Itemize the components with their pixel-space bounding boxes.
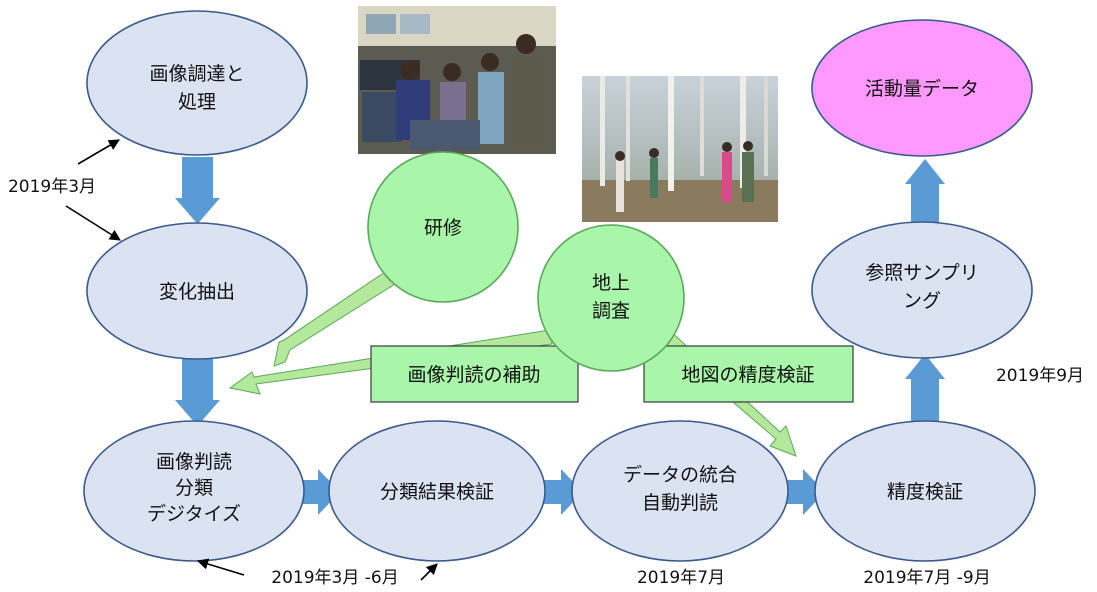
timing-arrow	[420, 563, 438, 581]
node-label: 調査	[592, 300, 630, 322]
node-label: 変化抽出	[159, 281, 235, 303]
node-data-integration: データの統合 自動判読	[571, 420, 789, 562]
node-label: デジタイズ	[147, 503, 241, 525]
node-label: 活動量データ	[865, 78, 979, 100]
node-label: データの統合	[623, 464, 737, 486]
flow-arrow-verification-to-sampling	[905, 354, 945, 428]
node-activity-data: 活動量データ	[811, 19, 1033, 157]
date-label: 2019年9月	[996, 366, 1084, 386]
timing-arrows	[65, 139, 438, 581]
node-label: 地上	[592, 272, 630, 294]
training-room-photo	[358, 6, 556, 154]
label-box-map-accuracy: 地図の精度検証	[643, 345, 854, 403]
timing-arrow	[65, 205, 121, 241]
date-label: 2019年3月	[8, 177, 96, 197]
node-label: 分類	[175, 477, 213, 499]
flow-arrow-change-to-interpretation	[175, 356, 220, 426]
node-label: 研修	[424, 217, 462, 239]
node-label: 精度検証	[887, 481, 963, 503]
support-label: 画像判読の補助	[407, 364, 540, 386]
node-label: 画像判読	[156, 451, 232, 473]
timing-arrow	[77, 139, 120, 165]
support-arrow-training-to-interpretation	[273, 271, 396, 367]
flow-arrow-sampling-to-activity	[905, 159, 945, 226]
timing-arrow	[196, 558, 245, 576]
node-image-interpretation: 画像判読 分類 デジタイズ	[83, 420, 305, 562]
flow-arrow-classification-to-integration	[537, 469, 583, 515]
date-label: 2019年3月 -6月	[271, 568, 398, 588]
flow-arrow-integration-to-verification	[780, 469, 825, 515]
node-classification-check: 分類結果検証	[328, 420, 546, 562]
flow-arrow-interpretation-to-classification	[294, 469, 340, 515]
forest-survey-photo	[582, 76, 778, 222]
flow-arrow-acquisition-to-change	[175, 157, 220, 224]
node-reference-sampling: 参照サンプリ ング	[811, 221, 1033, 359]
node-label: 画像調達と	[149, 63, 244, 85]
node-label: 処理	[178, 91, 216, 113]
date-label: 2019年7月 -9月	[863, 568, 990, 588]
node-ground-survey: 地上 調査	[537, 224, 685, 372]
node-change-extraction: 変化抽出	[86, 222, 308, 360]
node-label: 分類結果検証	[380, 481, 494, 503]
node-label: ング	[903, 290, 941, 312]
label-box-interpretation-aid: 画像判読の補助	[370, 345, 579, 403]
date-label: 2019年7月	[637, 568, 725, 588]
node-label: 参照サンプリ	[865, 262, 978, 284]
node-label: 自動判読	[642, 492, 718, 514]
node-training: 研修	[367, 151, 519, 303]
node-image-acquisition: 画像調達と 処理	[86, 10, 308, 156]
support-label: 地図の精度検証	[681, 364, 814, 386]
node-accuracy-verification: 精度検証	[814, 420, 1036, 562]
